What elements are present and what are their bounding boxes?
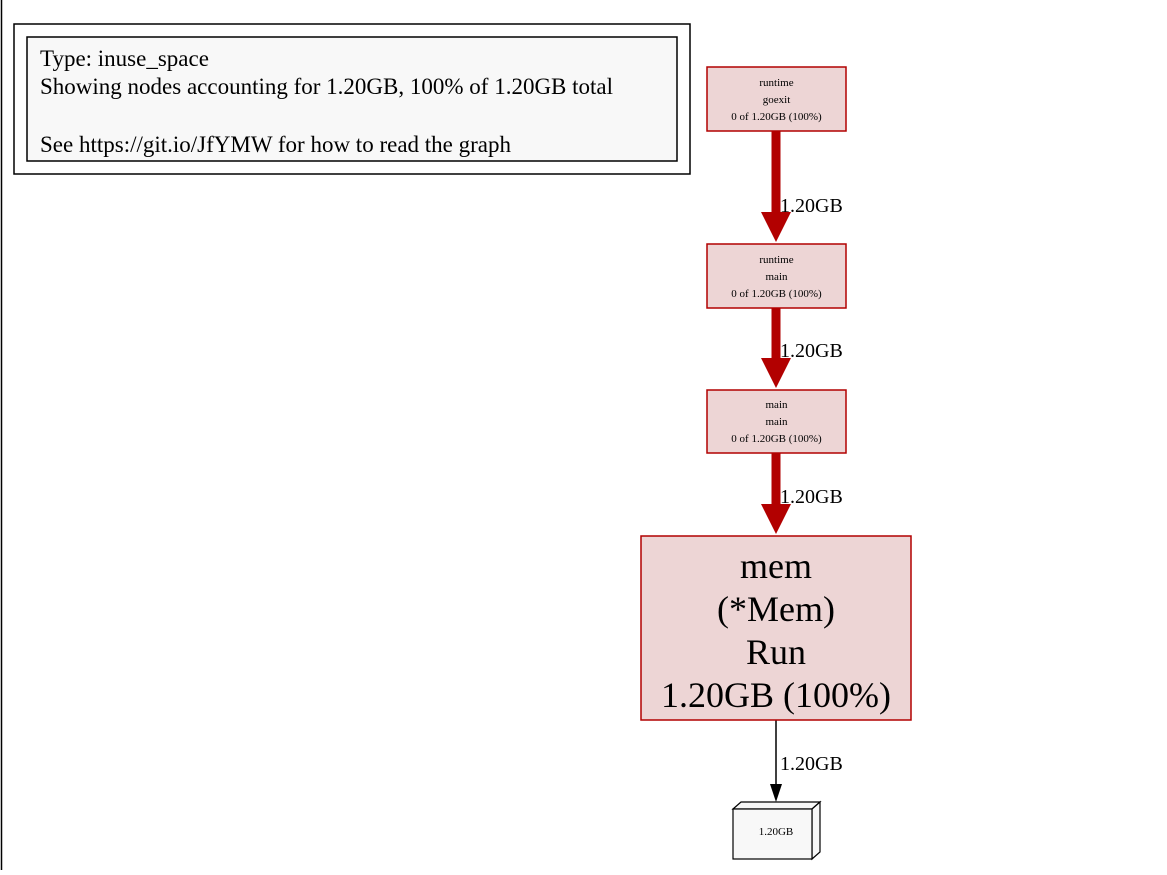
node-box [706, 389, 847, 454]
node-runtime-main[interactable]: runtime main 0 of 1.20GB (100%) [706, 243, 847, 309]
node-value-label: 0 of 1.20GB (100%) [731, 288, 822, 300]
edge-label: 1.20GB [780, 753, 843, 775]
box-side-face [811, 800, 821, 861]
edge-arrowhead [761, 358, 791, 388]
edge-runtime-main-to-main-main[interactable]: 1.20GB [761, 308, 843, 388]
legend-summary-text: Showing nodes accounting for 1.20GB, 100… [40, 74, 613, 99]
edge-main-main-to-mem-run[interactable]: 1.20GB [761, 453, 843, 534]
edge-goexit-to-runtime-main[interactable]: 1.20GB [761, 131, 843, 242]
node-box [706, 243, 847, 309]
edge-arrowhead [770, 784, 782, 802]
edge-label: 1.20GB [780, 195, 843, 217]
node-package-label: runtime [759, 77, 793, 89]
legend: Type: inuse_space Showing nodes accounti… [13, 23, 691, 175]
legend-type-text: Type: inuse_space [40, 46, 209, 71]
node-receiver-label: (*Mem) [717, 589, 835, 629]
legend-help-text[interactable]: See https://git.io/JfYMW for how to read… [40, 132, 511, 157]
node-value-label: 0 of 1.20GB (100%) [731, 111, 822, 123]
node-box [706, 66, 847, 132]
node-box [640, 535, 912, 721]
node-alloc-box[interactable]: 1.20GB [731, 800, 822, 861]
node-mem-run[interactable]: mem (*Mem) Run 1.20GB (100%) [640, 535, 912, 721]
node-function-label: main [766, 416, 788, 428]
node-main-main[interactable]: main main 0 of 1.20GB (100%) [706, 389, 847, 454]
edge-arrowhead [761, 212, 791, 242]
box-top-face [731, 801, 822, 810]
node-runtime-goexit[interactable]: runtime goexit 0 of 1.20GB (100%) [706, 66, 847, 132]
edge-mem-run-to-alloc[interactable]: 1.20GB [770, 720, 843, 802]
edge-label: 1.20GB [780, 486, 843, 508]
node-value-label: 1.20GB (100%) [661, 675, 891, 715]
legend-inner-box [26, 36, 678, 162]
edge-label: 1.20GB [780, 340, 843, 362]
node-function-label: Run [746, 632, 806, 672]
box-front-face [732, 808, 813, 860]
edge-arrowhead [761, 504, 791, 534]
node-package-label: main [766, 399, 788, 411]
node-value-label: 0 of 1.20GB (100%) [731, 433, 822, 445]
node-package-label: runtime [759, 254, 793, 266]
node-function-label: main [766, 271, 788, 283]
node-package-label: mem [740, 546, 812, 586]
alloc-size-label: 1.20GB [759, 826, 794, 838]
node-function-label: goexit [763, 94, 791, 106]
